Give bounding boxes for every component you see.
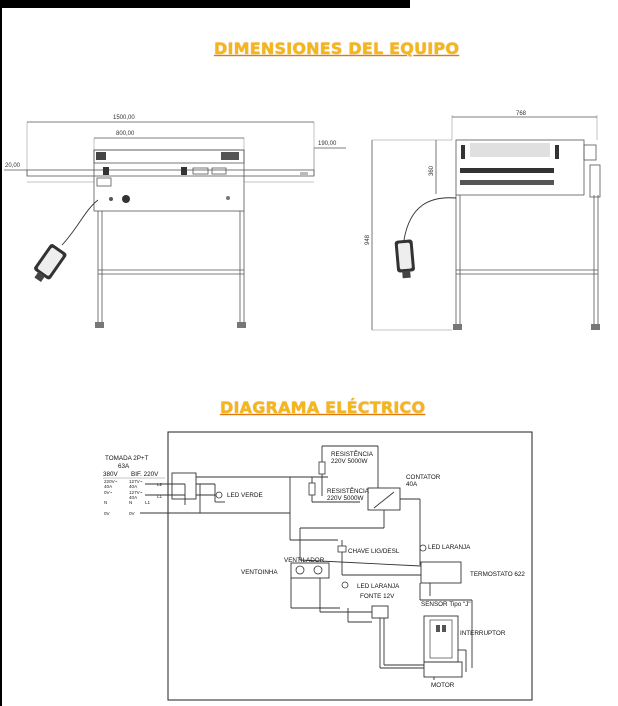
svg-text:0V: 0V [104, 511, 111, 516]
svg-text:127V~: 127V~ [129, 479, 143, 484]
front-view-drawing: 1500,00 800,00 190,00 20,00 [4, 115, 346, 328]
resistencia-2-spec: 220V 5000W [327, 495, 363, 502]
electrical-diagram: TOMADA 2P+T 63A 380V BIF. 220V 220V~40A … [103, 431, 533, 701]
top-black-bar [0, 0, 410, 8]
fonte-label: FONTE 12V [360, 593, 395, 600]
contator-name: CONTATOR [406, 474, 441, 481]
left-border-line [0, 0, 2, 706]
diagram-title: DIAGRAMA ELÉCTRICO [220, 398, 426, 417]
resistencia-2-name: RESISTÊNCIA [327, 486, 370, 495]
ventilador-label: VENTILADOR [284, 557, 325, 564]
chave-label: CHAVE LIG/DESL [348, 548, 400, 555]
svg-text:L2: L2 [157, 482, 163, 487]
dimensions-title: DIMENSIONES DEL EQUIPO [214, 39, 460, 58]
supply-amps: 63A [118, 463, 130, 470]
contator-amps: 40A [406, 481, 418, 488]
svg-text:40A: 40A [104, 484, 113, 489]
svg-text:N: N [104, 500, 107, 505]
led-verde-label: LED VERDE [227, 492, 263, 499]
svg-text:0V~: 0V~ [104, 490, 113, 495]
volt-380: 380V [103, 471, 119, 478]
motor-label: MOTOR [431, 682, 455, 689]
supply-title: TOMADA 2P+T [105, 455, 149, 462]
svg-text:0V: 0V [129, 511, 136, 516]
svg-text:40A: 40A [129, 484, 138, 489]
interruptor-label: INTERRUPTOR [460, 630, 506, 637]
dim-width-total: 1500,00 [113, 115, 135, 121]
side-view-drawing: 768 360 948 [365, 111, 601, 331]
dim-extension-right: 190,00 [318, 141, 337, 147]
dim-depth: 768 [516, 111, 527, 117]
svg-text:N: N [129, 500, 132, 505]
svg-text:40A: 40A [129, 495, 138, 500]
led-laranja-2-label: LED LARANJA [357, 583, 400, 590]
svg-text:L1: L1 [157, 494, 163, 499]
led-laranja-1-label: LED LARANJA [428, 544, 471, 551]
resistencia-1-name: RESISTÊNCIA [331, 449, 374, 458]
svg-text:220V~: 220V~ [104, 479, 118, 484]
svg-text:127V~: 127V~ [129, 490, 143, 495]
dim-height-total: 948 [365, 234, 371, 245]
ventoinha-label: VENTOINHA [241, 569, 278, 576]
sensor-label: SENSOR Tipo "J" [421, 601, 471, 608]
svg-text:L1: L1 [145, 500, 151, 505]
dim-width-inner: 800,00 [116, 131, 135, 137]
volt-bif: BIF. 220V [131, 471, 159, 478]
resistencia-1-spec: 220V 5000W [331, 458, 367, 465]
termostato-label: TERMOSTATO 622 [470, 571, 525, 578]
dim-height-top: 360 [429, 165, 435, 176]
dim-extension-left: 20,00 [5, 163, 21, 169]
